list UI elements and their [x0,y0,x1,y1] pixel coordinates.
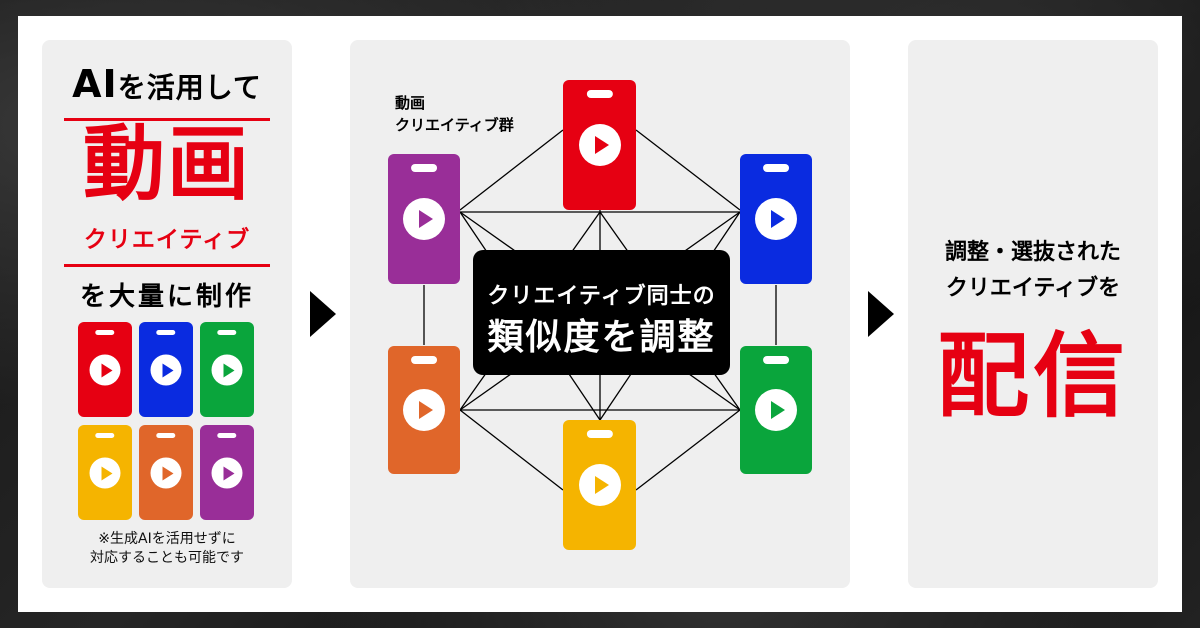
phone-speaker [95,329,115,336]
play-icon [755,198,797,240]
right-panel-content: 調整・選抜された クリエイティブを 配信 [908,0,1158,628]
play-icon [89,457,121,488]
play-icon [403,389,445,431]
delivery-heading: 配信 [936,323,1129,430]
sub-heading: クリエイティブ [83,227,251,253]
produce-heading: を大量に制作 [79,282,254,312]
similarity-box: クリエイティブ同士の 類似度を調整 [473,250,730,375]
phone-speaker [156,329,176,336]
play-icon [89,354,121,385]
phone-upper-left [388,154,460,284]
phone-speaker [156,432,176,439]
ai-heading: AIを活用して [42,62,292,106]
phone-speaker [586,90,613,99]
play-icon [403,198,445,240]
arrow-right-icon-2 [868,291,894,337]
play-icon [150,354,182,385]
phone-lower-right [740,346,812,474]
delivery-line-1: 調整・選抜された [944,240,1121,265]
play-icon [211,354,243,385]
similarity-line-1: クリエイティブ同士の [487,284,716,309]
phone-speaker [763,356,789,364]
red-divider-bottom [64,264,270,267]
group-label-line-2: クリエイティブ群 [395,116,514,134]
phone-lower-left [388,346,460,474]
phone-speaker [586,430,613,439]
phone-speaker [411,356,437,364]
note-line-2: 対応することも可能です [90,550,244,566]
left-panel-content: AIを活用して 動画 クリエイティブ を大量に制作 ※生成AIを活用せずに 対応… [42,40,292,588]
play-icon [755,389,797,431]
left-phone-6 [200,425,254,520]
phone-speaker [763,164,789,173]
left-phone-1 [78,322,132,417]
left-phone-3 [200,322,254,417]
main-heading: 動画 [82,117,251,212]
group-label: 動画 クリエイティブ群 [395,92,514,136]
arrow-right-icon [310,291,336,337]
play-icon [211,457,243,488]
note-line-1: ※生成AIを活用せずに [98,531,236,547]
play-icon [578,464,621,506]
left-phone-5 [139,425,193,520]
phone-top [563,80,636,210]
phone-speaker [217,329,237,336]
note-text: ※生成AIを活用せずに 対応することも可能です [42,530,292,568]
delivery-line-2: クリエイティブを [945,276,1121,301]
phone-speaker [411,164,437,173]
red-divider-top [64,118,270,121]
phone-bottom [563,420,636,550]
phone-speaker [217,432,237,439]
group-label-line-1: 動画 [395,94,426,112]
right-panel [908,40,1158,588]
play-icon [150,457,182,488]
phone-speaker [95,432,115,439]
ai-rest: を活用して [117,71,262,104]
play-icon [578,124,621,166]
left-phone-2 [139,322,193,417]
similarity-line-2: 類似度を調整 [487,317,716,358]
left-phone-4 [78,425,132,520]
ai-prefix: AI [72,62,118,106]
phone-upper-right [740,154,812,284]
